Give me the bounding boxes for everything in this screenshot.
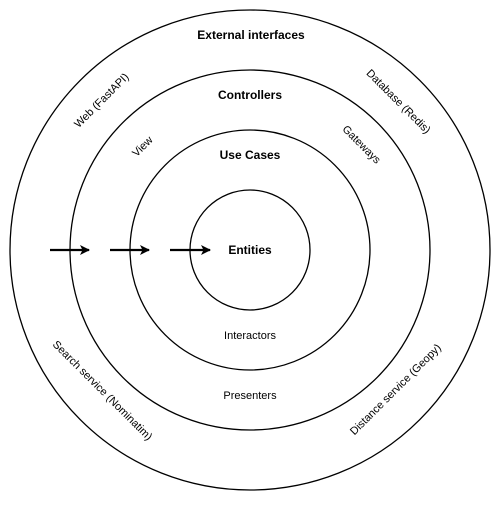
gateways-label: Gateways	[340, 123, 383, 166]
database-redis-label: Database (Redis)	[364, 67, 433, 136]
controllers-title: Controllers	[218, 88, 282, 102]
use-cases-title: Use Cases	[220, 148, 281, 162]
external-interfaces-title: External interfaces	[197, 28, 305, 42]
external-interfaces-ring	[9, 9, 491, 491]
presenters-label: Presenters	[223, 390, 277, 402]
entities-title: Entities	[228, 243, 272, 257]
interactors-label: Interactors	[224, 330, 276, 342]
view-label: View	[130, 134, 155, 159]
